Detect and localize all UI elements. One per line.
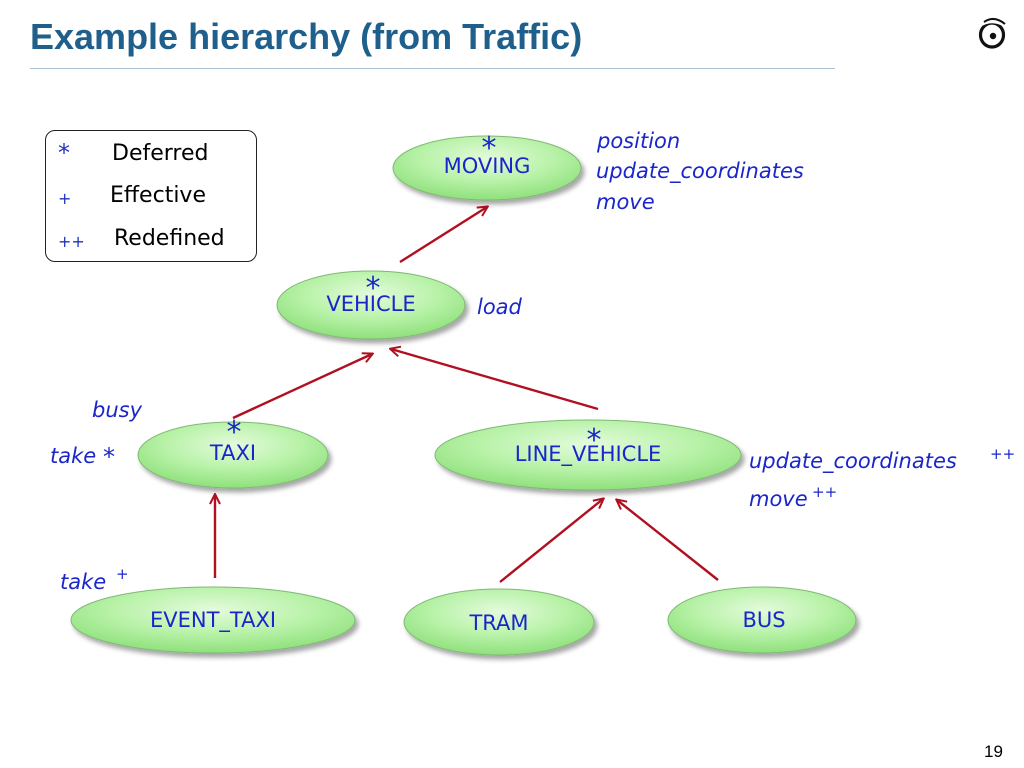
line-vehicle-feature-update-coordinates: update_coordinates xyxy=(749,449,957,474)
arrow-vehicle-to-moving xyxy=(399,207,487,264)
arrow-line-vehicle-to-vehicle xyxy=(391,349,599,411)
legend-symbol: + xyxy=(58,189,72,208)
node-label: LINE_VEHICLE xyxy=(515,442,662,467)
legend-row-effective: + Effective xyxy=(46,181,258,211)
redefined-mark: ++ xyxy=(990,445,1015,463)
legend-row-redefined: ++ Redefined xyxy=(46,224,258,254)
title-divider xyxy=(30,68,835,69)
event-taxi-feature-take: take xyxy=(60,570,106,594)
legend-text: Redefined xyxy=(114,226,225,251)
deferred-mark: * xyxy=(587,423,602,458)
node-label: MOVING xyxy=(444,154,531,178)
moving-features: position update_coordinates move xyxy=(596,129,804,214)
redefined-mark: ++ xyxy=(812,483,837,501)
class-node-vehicle: VEHICLE * xyxy=(276,270,466,340)
node-label: TRAM xyxy=(468,611,528,635)
feature-label: position xyxy=(596,129,680,153)
page-number: 19 xyxy=(984,742,1003,761)
taxi-feature-busy: busy xyxy=(92,398,143,422)
legend-text: Deferred xyxy=(112,141,209,166)
deferred-mark: * xyxy=(227,415,242,450)
feature-label: update_coordinates xyxy=(596,159,804,184)
deferred-mark: * xyxy=(103,443,115,471)
legend-text: Effective xyxy=(110,183,206,208)
inheritance-arrows xyxy=(215,207,719,583)
node-label: EVENT_TAXI xyxy=(150,608,276,633)
legend-box: * Deferred + Effective ++ Redefined xyxy=(45,130,257,262)
feature-label: move xyxy=(596,190,655,214)
arrow-taxi-to-vehicle xyxy=(232,354,372,420)
deferred-mark: * xyxy=(482,131,497,166)
legend-symbol: * xyxy=(58,139,70,167)
node-label: BUS xyxy=(742,608,785,632)
taxi-feature-take: take xyxy=(50,444,96,468)
eiffel-logo-icon xyxy=(978,18,1006,49)
class-node-taxi: TAXI * xyxy=(137,415,329,489)
class-node-moving: MOVING * xyxy=(392,131,582,201)
class-node-tram: TRAM xyxy=(403,588,595,656)
vehicle-feature-load: load xyxy=(477,295,523,319)
node-label: TAXI xyxy=(209,441,256,465)
effective-mark: + xyxy=(116,565,129,583)
legend-symbol: ++ xyxy=(58,232,85,251)
deferred-mark: * xyxy=(366,271,381,306)
node-label: VEHICLE xyxy=(326,292,415,316)
arrow-tram-to-line-vehicle xyxy=(499,499,603,583)
arrow-bus-to-line-vehicle xyxy=(617,500,719,581)
slide-title: Example hierarchy (from Traffic) xyxy=(30,16,583,57)
class-node-line-vehicle: LINE_VEHICLE * xyxy=(434,419,742,491)
class-node-bus: BUS xyxy=(667,586,857,654)
legend-row-deferred: * Deferred xyxy=(46,139,258,169)
line-vehicle-feature-move: move xyxy=(749,487,808,511)
class-node-event-taxi: EVENT_TAXI xyxy=(70,586,356,654)
